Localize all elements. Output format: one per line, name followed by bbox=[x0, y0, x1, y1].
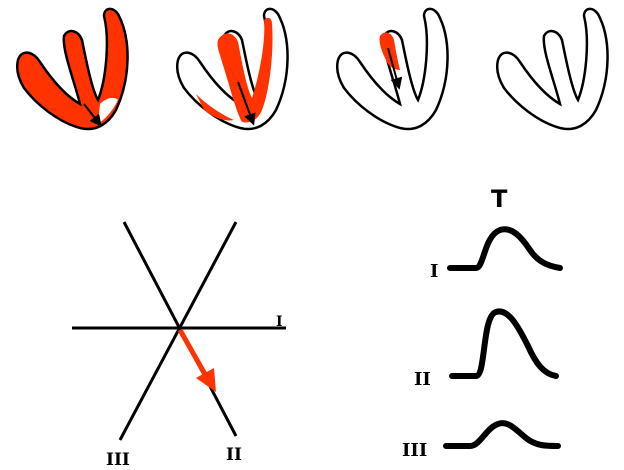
lead-iii-axis-label: III bbox=[106, 450, 130, 470]
tracing-lead-ii-label: II bbox=[414, 369, 431, 390]
tracing-lead-ii-waveform bbox=[449, 308, 559, 379]
lead-axis-diagram: I II III bbox=[72, 221, 286, 470]
tracings-title: T bbox=[491, 185, 508, 213]
mean-t-vector bbox=[177, 328, 209, 378]
heart-1-vector-arrow bbox=[83, 103, 102, 127]
heart-stage-3 bbox=[336, 7, 449, 131]
t-wave-tracings: T I II III bbox=[402, 185, 563, 461]
lead-i-axis-label: I bbox=[276, 314, 283, 330]
tracing-lead-iii-waveform bbox=[443, 420, 561, 449]
heart-stage-1 bbox=[16, 7, 129, 131]
heart-1-white-patch bbox=[98, 97, 118, 124]
heart-2-depolarized-region bbox=[196, 17, 273, 123]
heart-4-chamber bbox=[496, 7, 609, 131]
heart-stage-2 bbox=[176, 7, 289, 131]
lead-ii-axis-label: II bbox=[226, 445, 242, 465]
heart-1-chamber bbox=[16, 7, 129, 131]
lead-iii-axis bbox=[118, 221, 238, 441]
heart-2-vector-arrow bbox=[237, 81, 256, 126]
heart-stage-4 bbox=[496, 7, 609, 131]
heart-3-chamber bbox=[336, 7, 449, 131]
heart-3-vector-arrow bbox=[387, 47, 403, 90]
tracing-lead-i-label: I bbox=[430, 261, 438, 282]
tracing-lead-ii: II bbox=[414, 308, 559, 390]
tracing-lead-i-waveform bbox=[447, 226, 563, 271]
mean-t-vector-arrowhead bbox=[196, 368, 216, 392]
tracing-lead-i: I bbox=[430, 226, 563, 282]
tracing-lead-iii-label: III bbox=[402, 440, 427, 461]
tracing-lead-iii: III bbox=[402, 420, 561, 461]
